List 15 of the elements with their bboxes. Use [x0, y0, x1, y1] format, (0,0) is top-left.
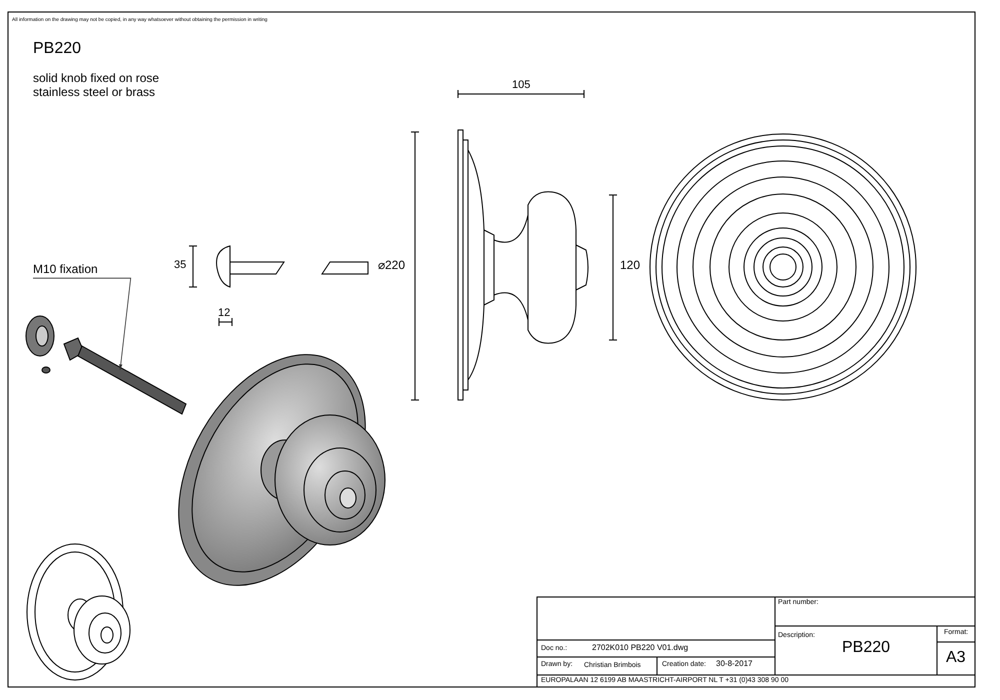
leader-line — [32, 278, 132, 370]
creation-date: 30-8-2017 — [716, 660, 752, 669]
description-value: PB220 — [842, 639, 890, 657]
callout-label: M10 fixation — [33, 263, 98, 276]
dimension-label: 105 — [512, 79, 530, 92]
doc-number: 2702K010 PB220 V01.dwg — [592, 644, 688, 653]
description-text: solid knob fixed on rose — [33, 72, 160, 86]
dimension-label: 12 — [218, 307, 230, 320]
drawing-title: PB220 — [33, 40, 82, 58]
format-value: A3 — [946, 649, 966, 667]
dimension-label: ⌀220 — [378, 259, 406, 272]
description-text: stainless steel or brass — [33, 86, 156, 100]
dimension-label: 35 — [174, 259, 186, 272]
dimension-label: 120 — [620, 259, 640, 272]
threaded-rod-drawing — [63, 337, 187, 415]
